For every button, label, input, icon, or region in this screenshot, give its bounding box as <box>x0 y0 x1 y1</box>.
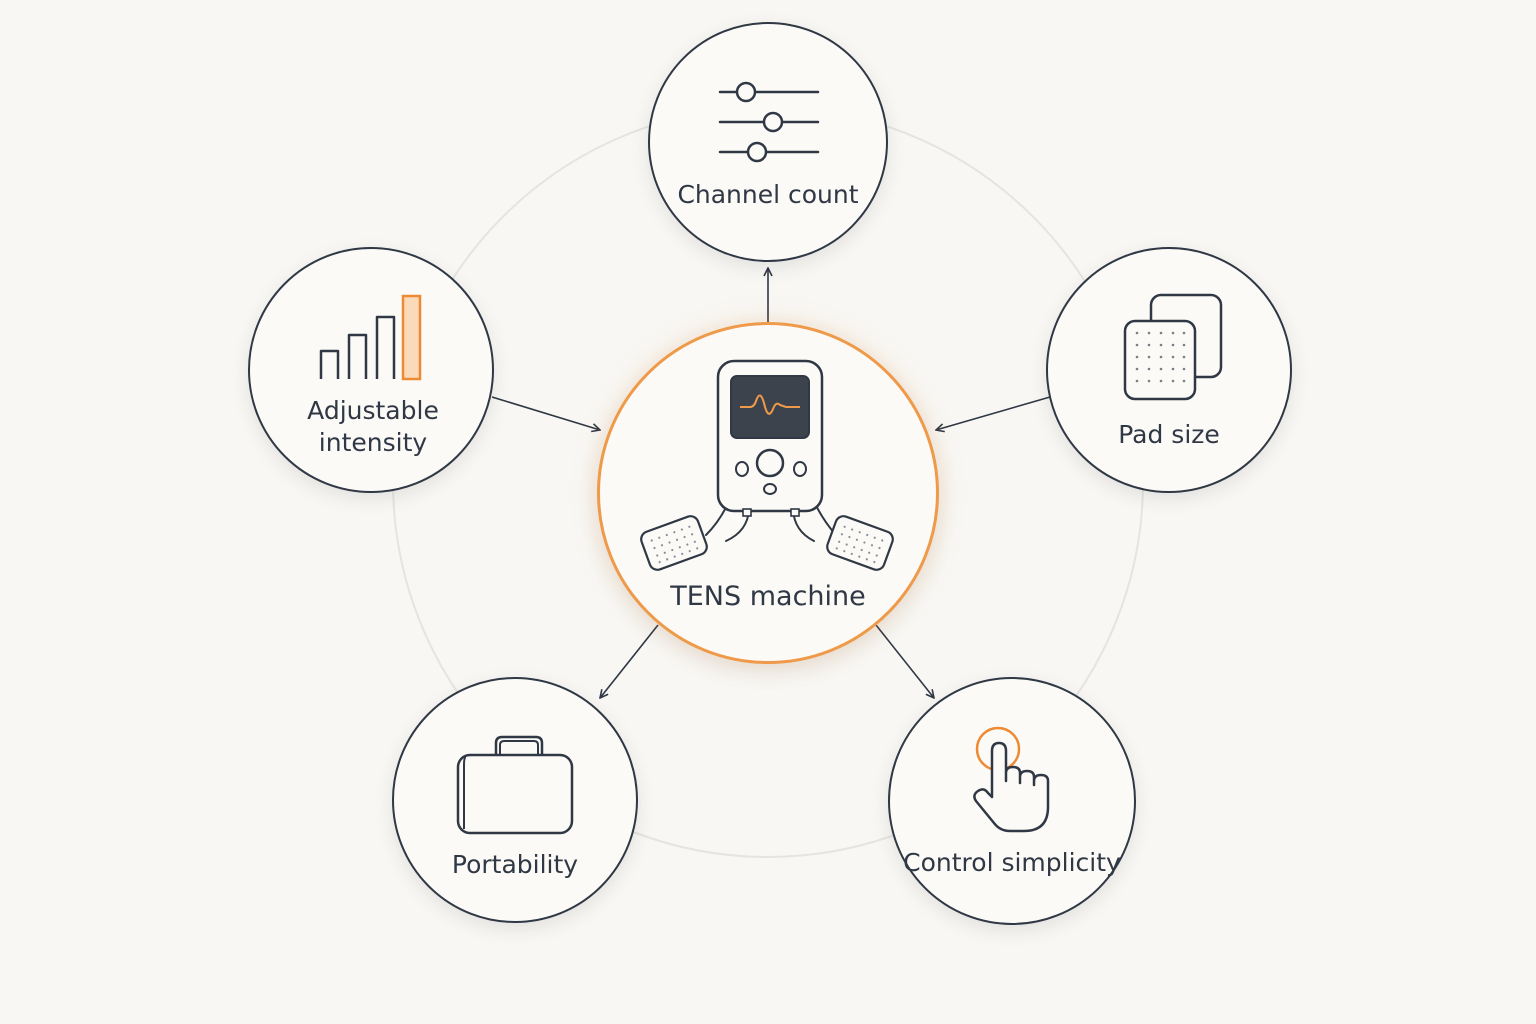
arrow-to-portability <box>600 624 659 698</box>
node-adjustable-intensity: Adjustable intensity <box>248 247 494 493</box>
node-pad-size: Pad size <box>1046 247 1292 493</box>
intensity-bars-icon <box>319 294 422 381</box>
node-control-simplicity: Control simplicity <box>888 677 1136 925</box>
center-label: TENS machine <box>670 581 866 612</box>
node-label: Pad size <box>1118 420 1220 449</box>
tens-device-icon <box>640 359 894 571</box>
node-label: Portability <box>451 850 579 879</box>
node-tens-machine: TENS machine <box>597 322 939 664</box>
node-channel-count: Channel count <box>648 22 888 262</box>
node-label: Channel count <box>677 180 859 209</box>
pads-icon <box>1123 293 1223 401</box>
tap-hand-icon <box>973 726 1050 833</box>
node-label: Adjustable intensity <box>307 396 439 457</box>
briefcase-icon <box>456 735 574 835</box>
sliders-icon <box>718 81 820 163</box>
node-portability: Portability <box>392 677 638 923</box>
arrow-to-control-simplicity <box>875 624 934 698</box>
arrow-from-pad-size <box>936 396 1051 430</box>
arrow-from-adjustable-intensity <box>491 396 600 430</box>
node-label: Control simplicity <box>903 848 1121 877</box>
